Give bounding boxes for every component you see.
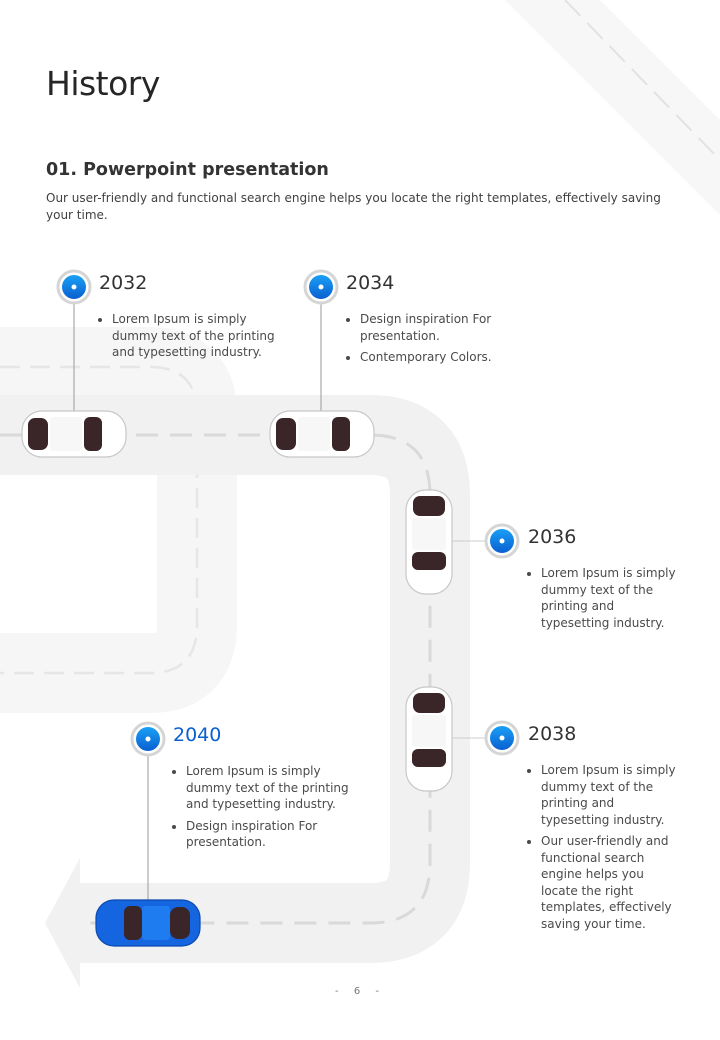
- list-item: Lorem Ipsum is simply dummy text of the …: [541, 762, 681, 828]
- marker-2032: [56, 269, 92, 305]
- marker-2038: [484, 720, 520, 756]
- road-center-line: [0, 433, 432, 925]
- car-2038: [405, 686, 453, 792]
- year-2038: 2038: [528, 723, 577, 745]
- car-2034: [269, 410, 375, 458]
- year-2036: 2036: [528, 526, 577, 548]
- diagonal-stripe: [505, 0, 720, 215]
- year-2032: 2032: [99, 272, 148, 294]
- year-2034: 2034: [346, 272, 395, 294]
- list-item: Lorem Ipsum is simply dummy text of the …: [186, 763, 358, 813]
- car-2040-blue: [95, 899, 201, 947]
- marker-2034: [303, 269, 339, 305]
- milestone-2032-points: Lorem Ipsum is simply dummy text of the …: [98, 311, 282, 366]
- milestone-2034-points: Design inspiration For presentation. Con…: [346, 311, 510, 371]
- section-heading: 01. Powerpoint presentation: [46, 160, 329, 180]
- road-arrow-head: [45, 858, 80, 988]
- list-item: Design inspiration For presentation.: [186, 818, 358, 851]
- milestone-2040-points: Lorem Ipsum is simply dummy text of the …: [172, 763, 358, 856]
- car-2032: [21, 410, 127, 458]
- page-title: History: [46, 64, 160, 103]
- page-number: - 6 -: [335, 986, 385, 997]
- list-item: Lorem Ipsum is simply dummy text of the …: [541, 565, 681, 631]
- list-item: Design inspiration For presentation.: [360, 311, 510, 344]
- milestone-2036-points: Lorem Ipsum is simply dummy text of the …: [527, 565, 681, 636]
- list-item: Our user-friendly and functional search …: [541, 833, 681, 932]
- marker-2040: [130, 721, 166, 757]
- list-item: Lorem Ipsum is simply dummy text of the …: [112, 311, 282, 361]
- marker-2036: [484, 523, 520, 559]
- milestone-2038-points: Lorem Ipsum is simply dummy text of the …: [527, 762, 681, 937]
- list-item: Contemporary Colors.: [360, 349, 510, 366]
- section-description: Our user-friendly and functional search …: [46, 191, 661, 222]
- year-2040: 2040: [173, 724, 222, 746]
- car-2036: [405, 489, 453, 595]
